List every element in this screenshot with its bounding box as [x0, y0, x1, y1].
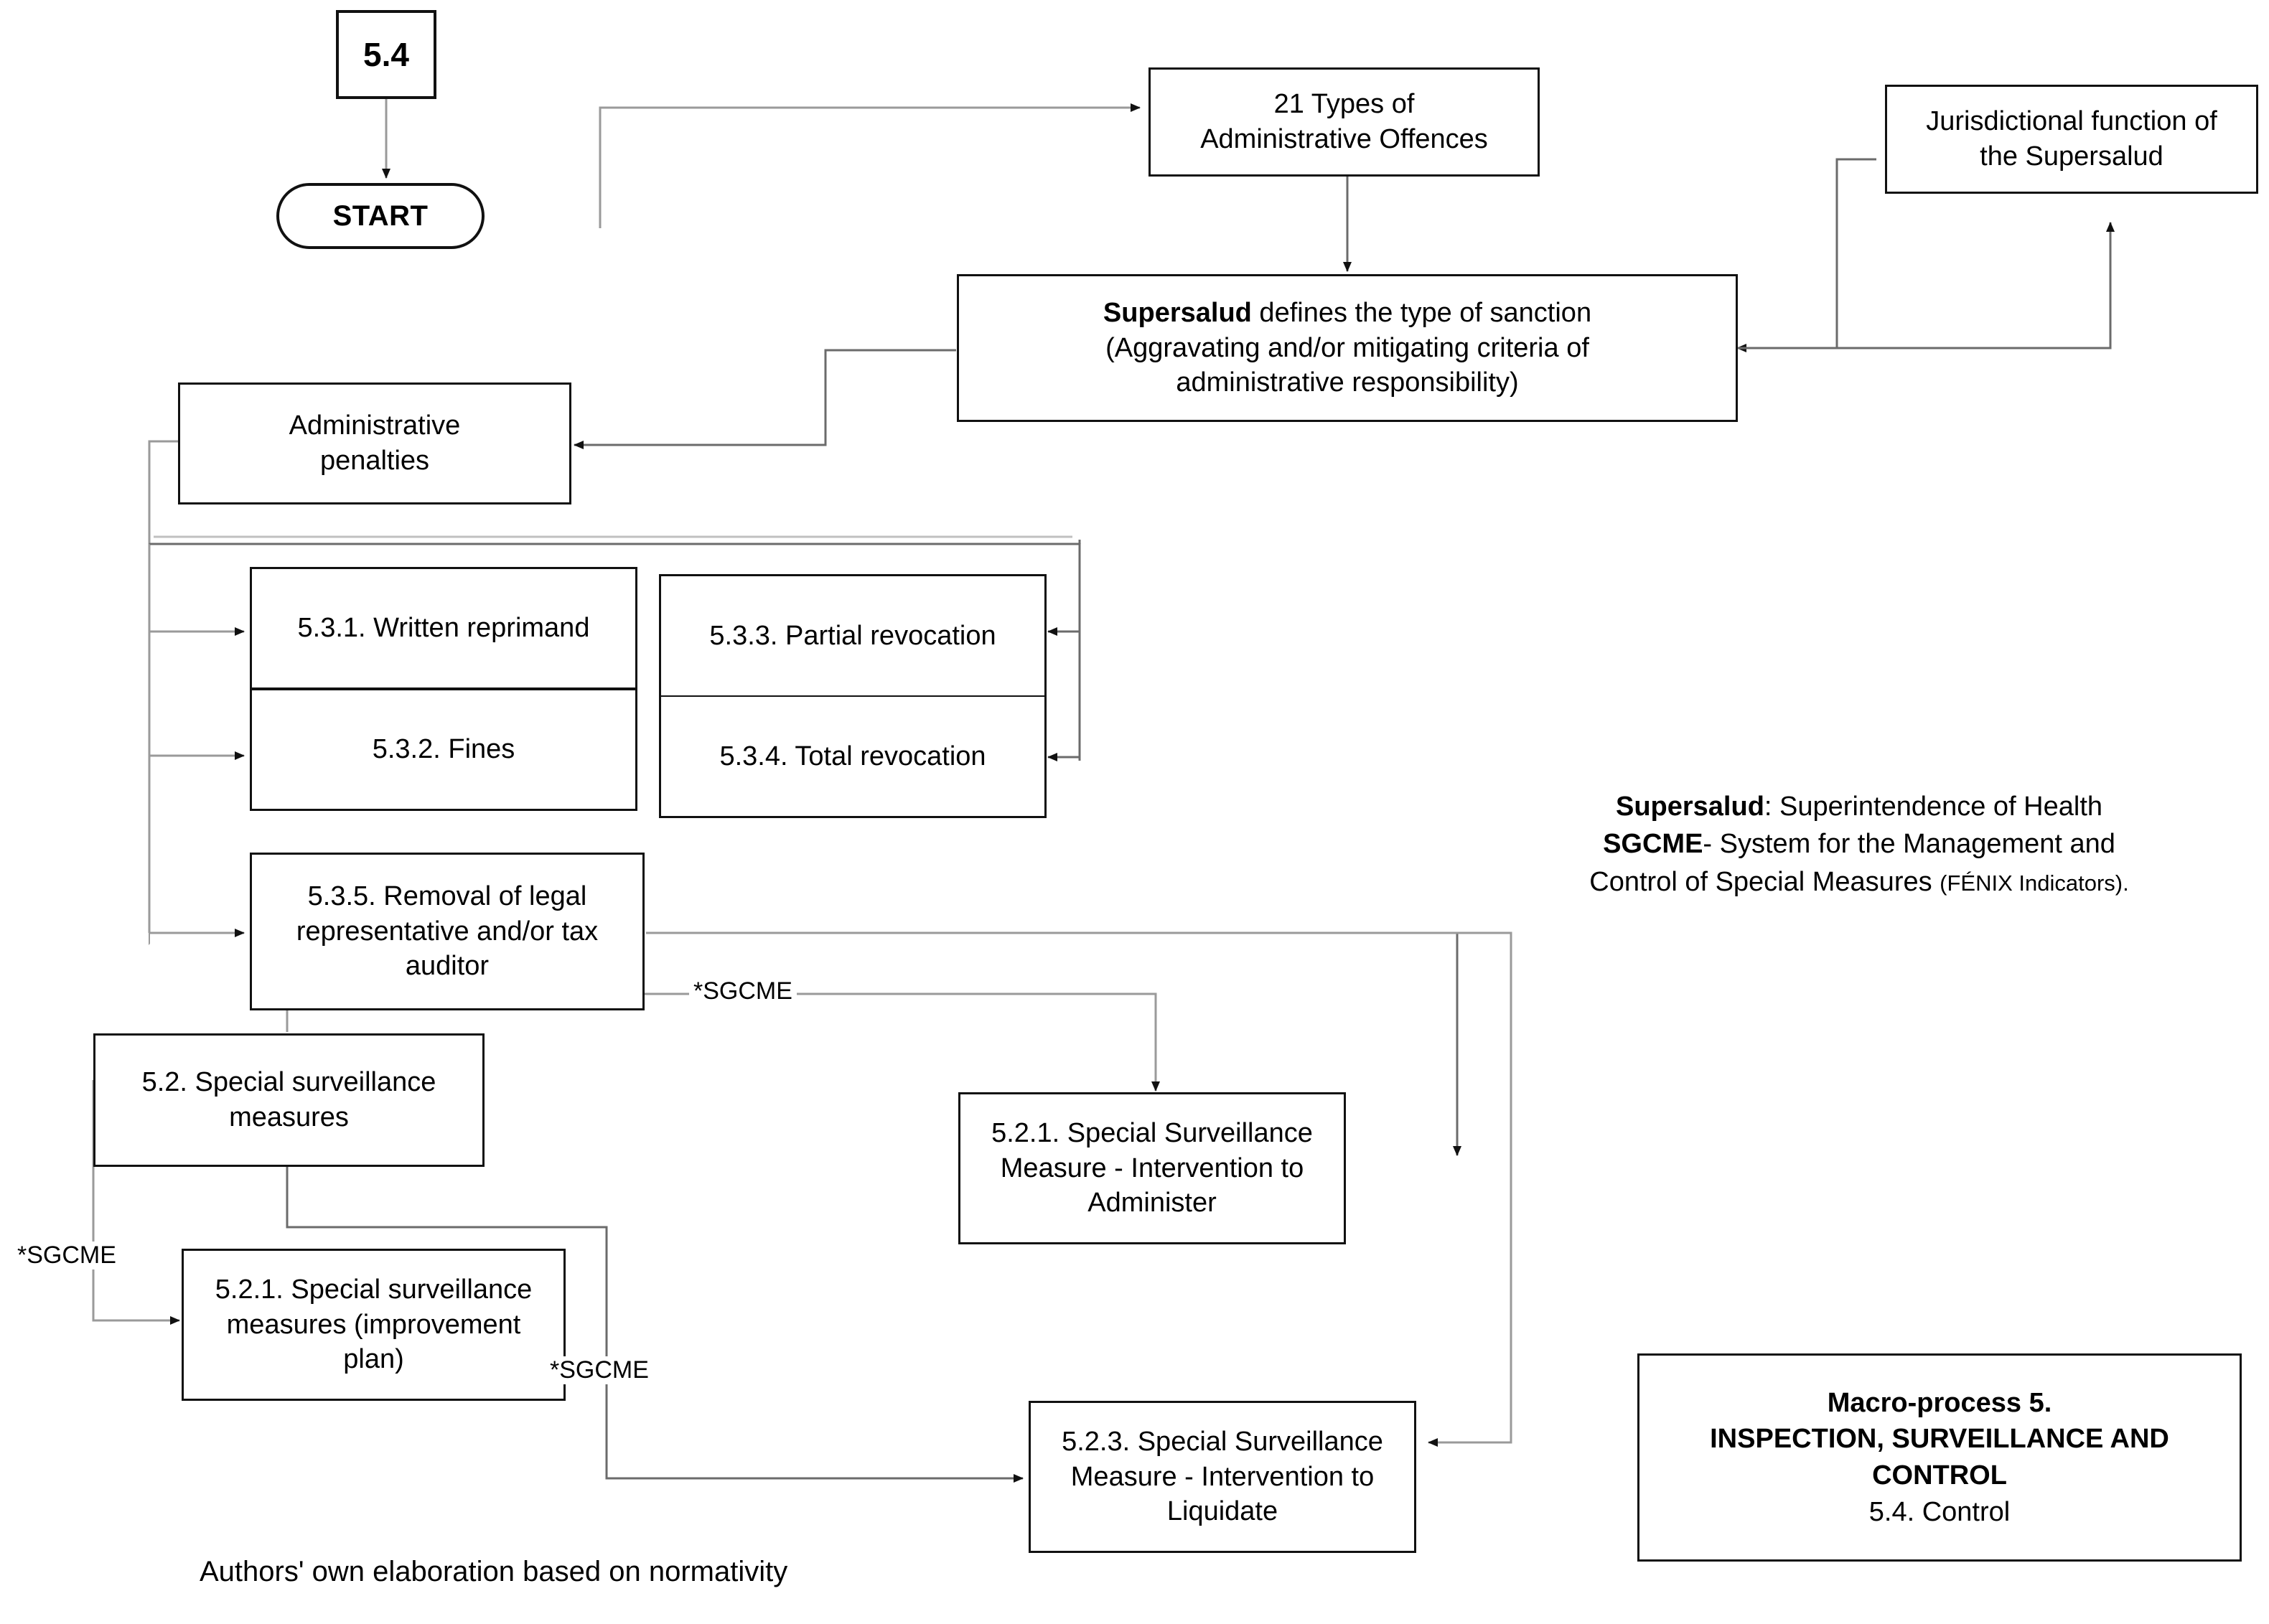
node-5-3-4-total-revocation: 5.3.4. Total revocation	[661, 697, 1044, 816]
macro-line-1: Macro-process 5.	[1827, 1387, 2052, 1418]
node-5-3-5-removal-of-legal-representative: 5.3.5. Removal of legal representative a…	[250, 853, 645, 1010]
node-5-3-2-fines: 5.3.2. Fines	[252, 690, 635, 809]
macro-process-box: Macro-process 5. INSPECTION, SURVEILLANC…	[1637, 1353, 2242, 1562]
start-terminator: START	[276, 183, 485, 249]
tag-5-4-label: 5.4	[363, 35, 409, 73]
legend-line-sgcme-cont: Control of Special Measures (FÉNIX Indic…	[1500, 863, 2218, 901]
legend-fenix-note: (FÉNIX Indicators).	[1940, 870, 2129, 896]
node-5-3-3-partial-revocation: 5.3.3. Partial revocation	[661, 576, 1044, 697]
legend-supersalud-def: : Superintendence of Health	[1764, 792, 2103, 822]
start-label: START	[332, 200, 429, 232]
node-jurisdictional-function: Jurisdictional function of the Supersalu…	[1885, 85, 2258, 194]
node-administrative-penalties: Administrative penalties	[178, 382, 571, 504]
legend-sgcme-def: - System for the Management and	[1703, 829, 2115, 860]
node-5-3-1-written-reprimand: 5.3.1. Written reprimand	[252, 569, 635, 690]
supersalud-line-1: Supersalud defines the type of sanction	[1103, 298, 1592, 329]
node-21-types-label: 21 Types of Administrative Offences	[1200, 89, 1488, 154]
legend-abbreviations: Supersalud: Superintendence of Health SG…	[1500, 788, 2218, 901]
supersalud-line-3: administrative responsibility)	[1176, 367, 1519, 398]
legend-line-sgcme: SGCME- System for the Management and	[1500, 825, 2218, 863]
node-5-2-special-surveillance-measures: 5.2. Special surveillance measures	[93, 1033, 485, 1167]
node-jurisdictional-label: Jurisdictional function of the Supersalu…	[1926, 106, 2217, 172]
legend-line-supersalud: Supersalud: Superintendence of Health	[1500, 788, 2218, 825]
node-administrative-penalties-label: Administrative penalties	[289, 410, 461, 476]
node-supersalud-defines-sanction: Supersalud defines the type of sanction …	[957, 274, 1738, 422]
node-5-2-1-intervention-to-administer: 5.2.1. Special Surveillance Measure - In…	[958, 1092, 1346, 1244]
supersalud-line-2: (Aggravating and/or mitigating criteria …	[1105, 332, 1589, 363]
penalty-group-right: 5.3.3. Partial revocation 5.3.4. Total r…	[659, 574, 1047, 818]
node-21-types-of-administrative-offences: 21 Types of Administrative Offences	[1148, 67, 1540, 177]
legend-sgcme-def2: Control of Special Measures	[1589, 866, 1940, 897]
macro-line-4: 5.4. Control	[1868, 1496, 2011, 1527]
macro-line-3: CONTROL	[1872, 1460, 2007, 1491]
node-5-2-3-liquidate-label: 5.2.3. Special Surveillance Measure - In…	[1062, 1427, 1383, 1527]
node-5-3-1-label: 5.3.1. Written reprimand	[297, 613, 590, 643]
penalty-group-left: 5.3.1. Written reprimand 5.3.2. Fines	[250, 567, 637, 811]
edge-label-sgcme-bottom: *SGCME	[546, 1356, 653, 1384]
node-5-2-1-administer-label: 5.2.1. Special Surveillance Measure - In…	[991, 1118, 1313, 1219]
node-5-2-label: 5.2. Special surveillance measures	[141, 1067, 436, 1132]
node-5-3-2-label: 5.3.2. Fines	[372, 734, 515, 764]
macro-line-2: INSPECTION, SURVEILLANCE AND	[1710, 1424, 2169, 1455]
node-5-3-3-label: 5.3.3. Partial revocation	[709, 620, 996, 651]
node-5-2-1-improvement-plan: 5.2.1. Special surveillance measures (im…	[182, 1249, 566, 1401]
edge-label-sgcme-left: *SGCME	[13, 1242, 121, 1269]
legend-supersalud-term: Supersalud	[1615, 792, 1764, 822]
node-5-2-3-intervention-to-liquidate: 5.2.3. Special Surveillance Measure - In…	[1029, 1401, 1416, 1553]
legend-sgcme-term: SGCME	[1603, 829, 1703, 860]
edge-label-sgcme-top: *SGCME	[689, 977, 797, 1005]
node-5-2-1-improvement-plan-label: 5.2.1. Special surveillance measures (im…	[215, 1275, 533, 1375]
tag-5-4: 5.4	[336, 10, 436, 99]
footer-caption: Authors' own elaboration based on normat…	[200, 1556, 788, 1587]
node-5-3-4-label: 5.3.4. Total revocation	[719, 741, 986, 771]
node-5-3-5-label: 5.3.5. Removal of legal representative a…	[296, 881, 599, 982]
